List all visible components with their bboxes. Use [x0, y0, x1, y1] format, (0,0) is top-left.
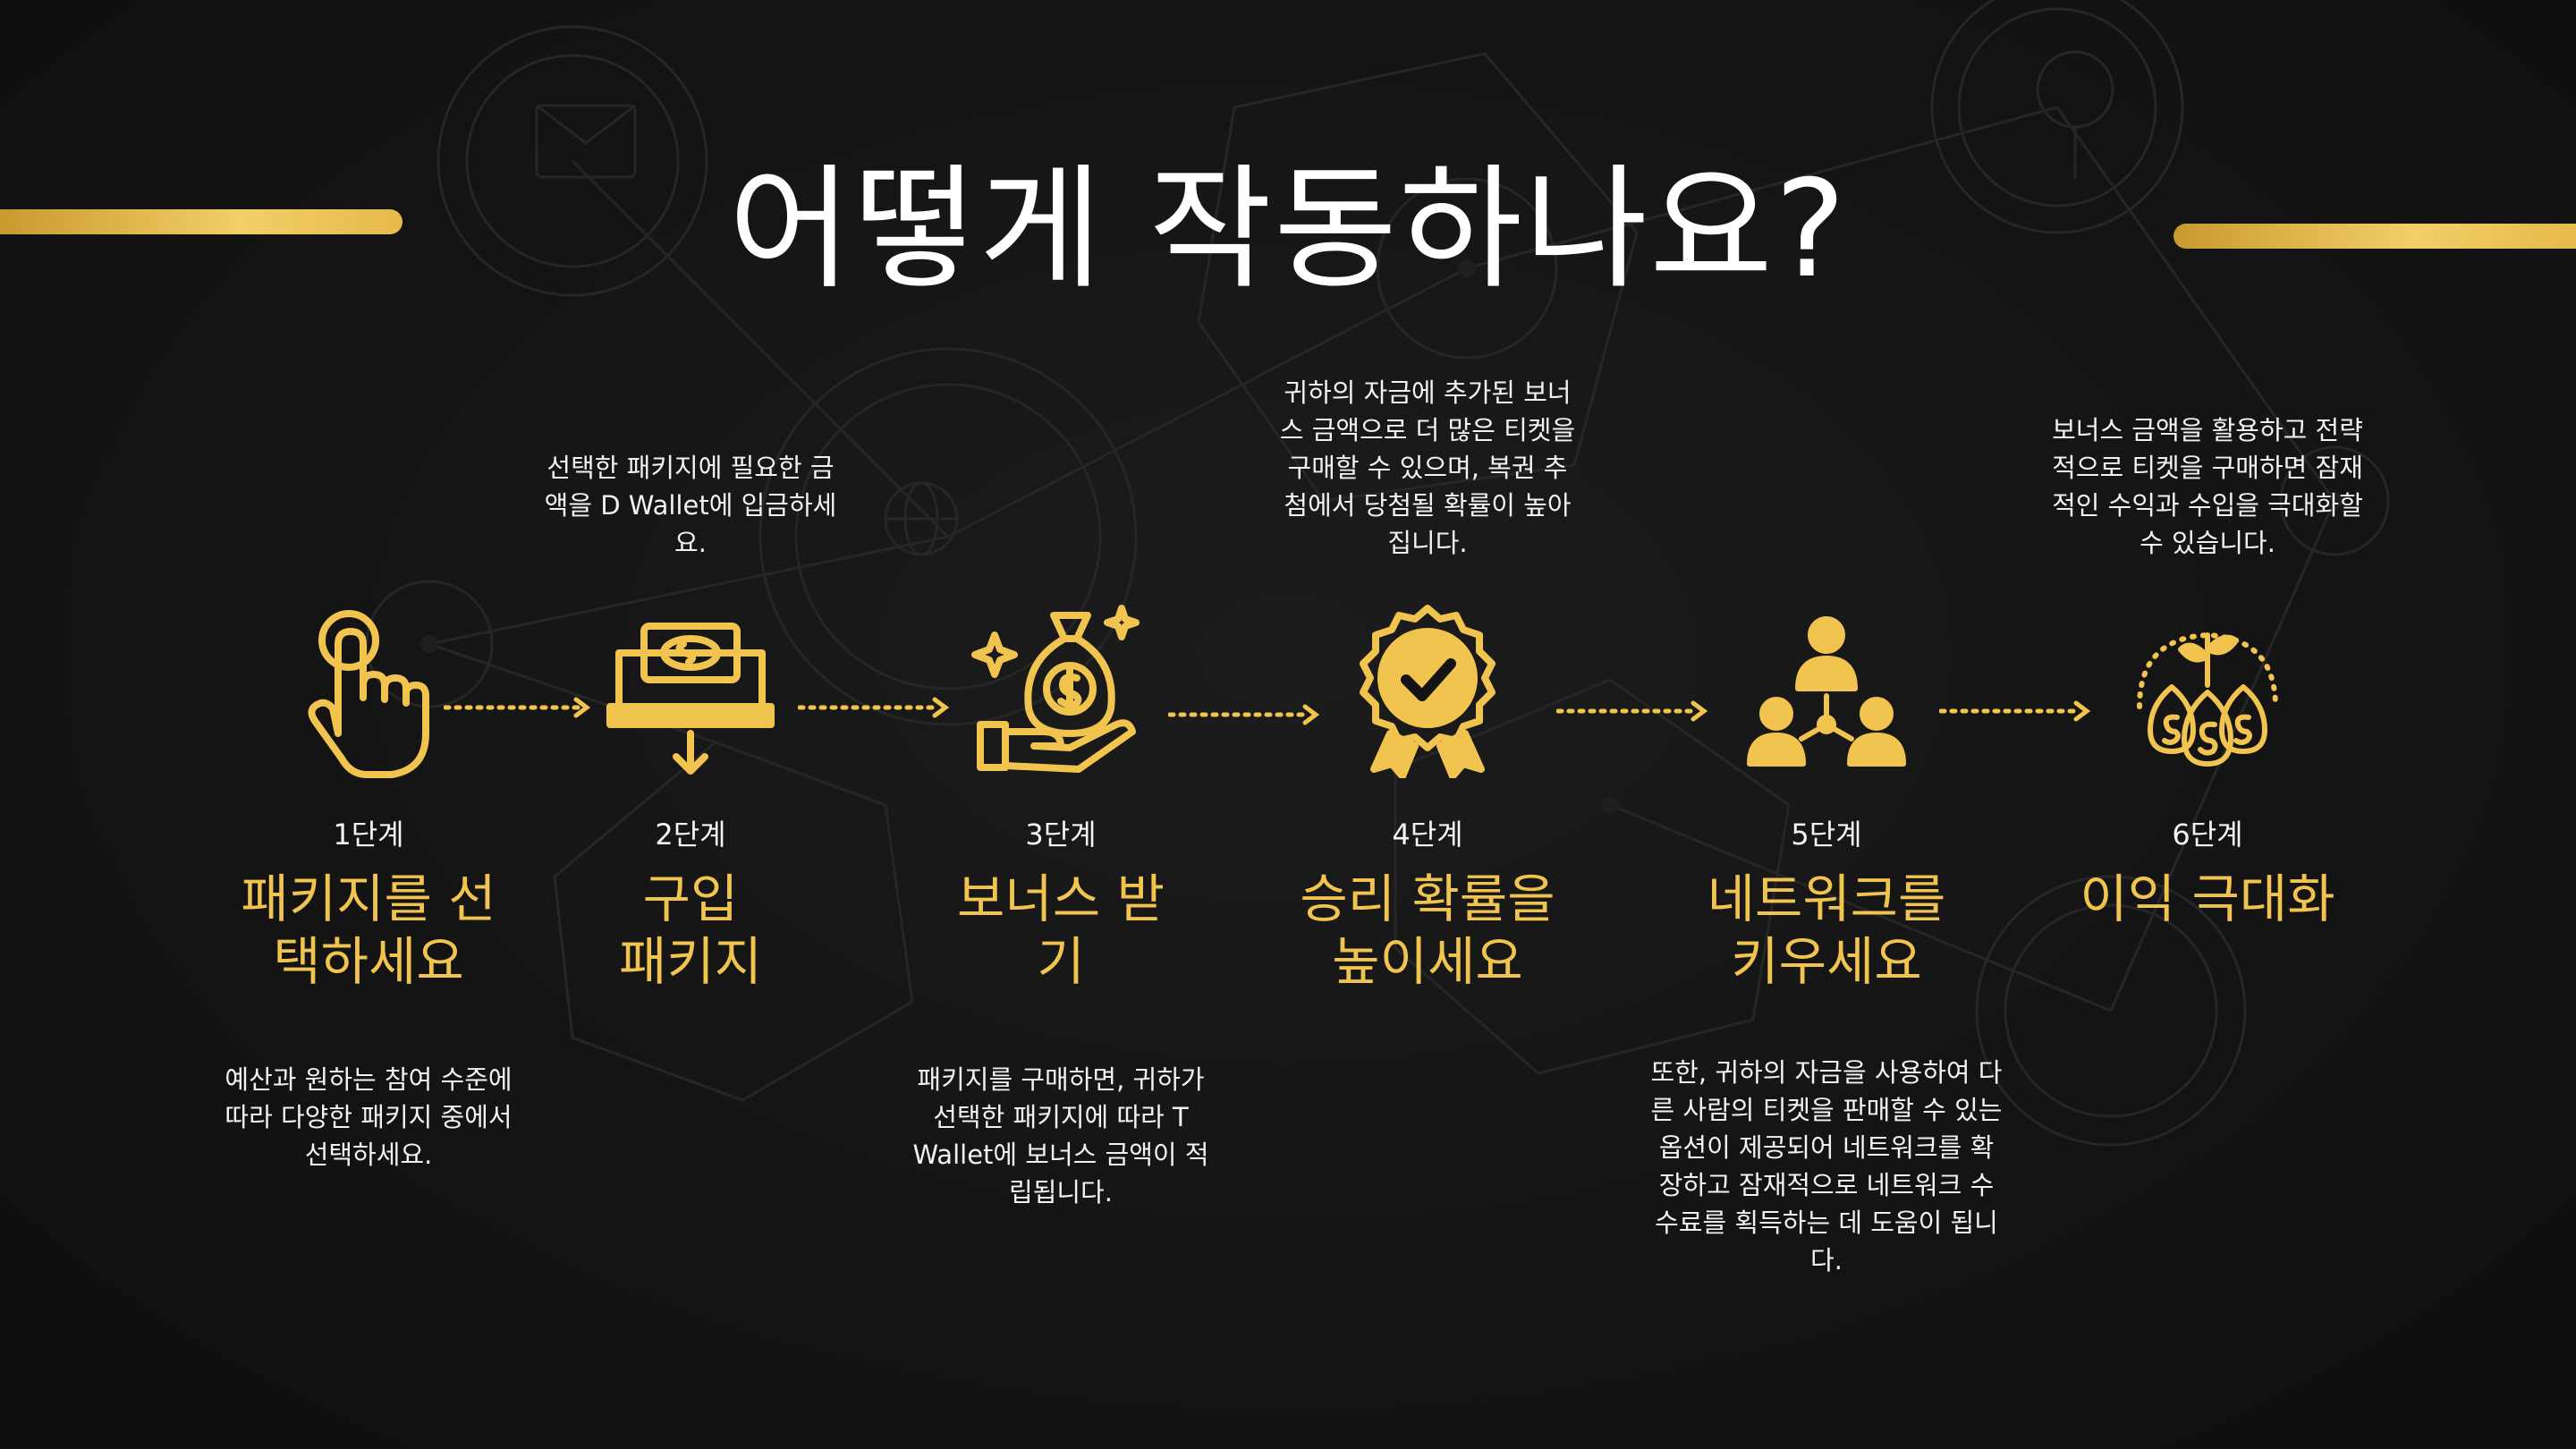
arrow-connector	[444, 697, 591, 718]
page-title: 어떻게 작동하나요?	[728, 152, 1848, 308]
money-growth-icon	[2137, 632, 2278, 767]
step-description: 또한, 귀하의 자금을 사용하여 다 른 사람의 티켓을 판매할 수 있는 옵션…	[1650, 1057, 2003, 1275]
arrow-connector	[798, 697, 950, 718]
step-title: 승리 확률을 높이세요	[1300, 869, 1555, 992]
step-title: 구입 패키지	[618, 869, 763, 992]
arrow-connector	[1556, 700, 1708, 722]
step-label: 1단계	[333, 818, 404, 852]
step-label: 6단계	[2172, 818, 2243, 852]
step-title: 네트워크를 키우세요	[1707, 869, 1946, 992]
step-title: 보너스 받 기	[957, 869, 1165, 992]
step-label: 4단계	[1392, 818, 1463, 852]
step-description: 선택한 패키지에 필요한 금 액을 D Wallet에 입금하세 요.	[544, 453, 837, 558]
money-bag-hand-icon	[971, 605, 1140, 773]
gold-accent-bar-left	[0, 209, 402, 234]
award-badge-icon	[1360, 605, 1496, 778]
step-description: 귀하의 자금에 추가된 보너 스 금액으로 더 많은 티켓을 구매할 수 있으며…	[1279, 377, 1576, 558]
step-label: 2단계	[655, 818, 726, 852]
hand-pointer-icon	[308, 610, 429, 778]
step-description: 예산과 원하는 참여 수준에 따라 다양한 패키지 중에서 선택하세요.	[225, 1064, 513, 1170]
arrow-connector	[1939, 700, 2091, 722]
gold-accent-bar-right	[2174, 224, 2576, 249]
step-description: 보너스 금액을 활용하고 전략 적으로 티켓을 구매하면 잠재 적인 수익과 수…	[2052, 415, 2363, 558]
step-title: 패키지를 선 택하세요	[241, 869, 496, 992]
step-title: 이익 극대화	[2080, 869, 2335, 929]
step-label: 3단계	[1025, 818, 1097, 852]
network-people-icon	[1747, 616, 1906, 767]
step-label: 5단계	[1791, 818, 1862, 852]
arrow-connector	[1168, 704, 1320, 725]
cash-deposit-icon	[606, 623, 775, 775]
step-description: 패키지를 구매하면, 귀하가 선택한 패키지에 따라 T Wallet에 보너스…	[912, 1064, 1209, 1208]
